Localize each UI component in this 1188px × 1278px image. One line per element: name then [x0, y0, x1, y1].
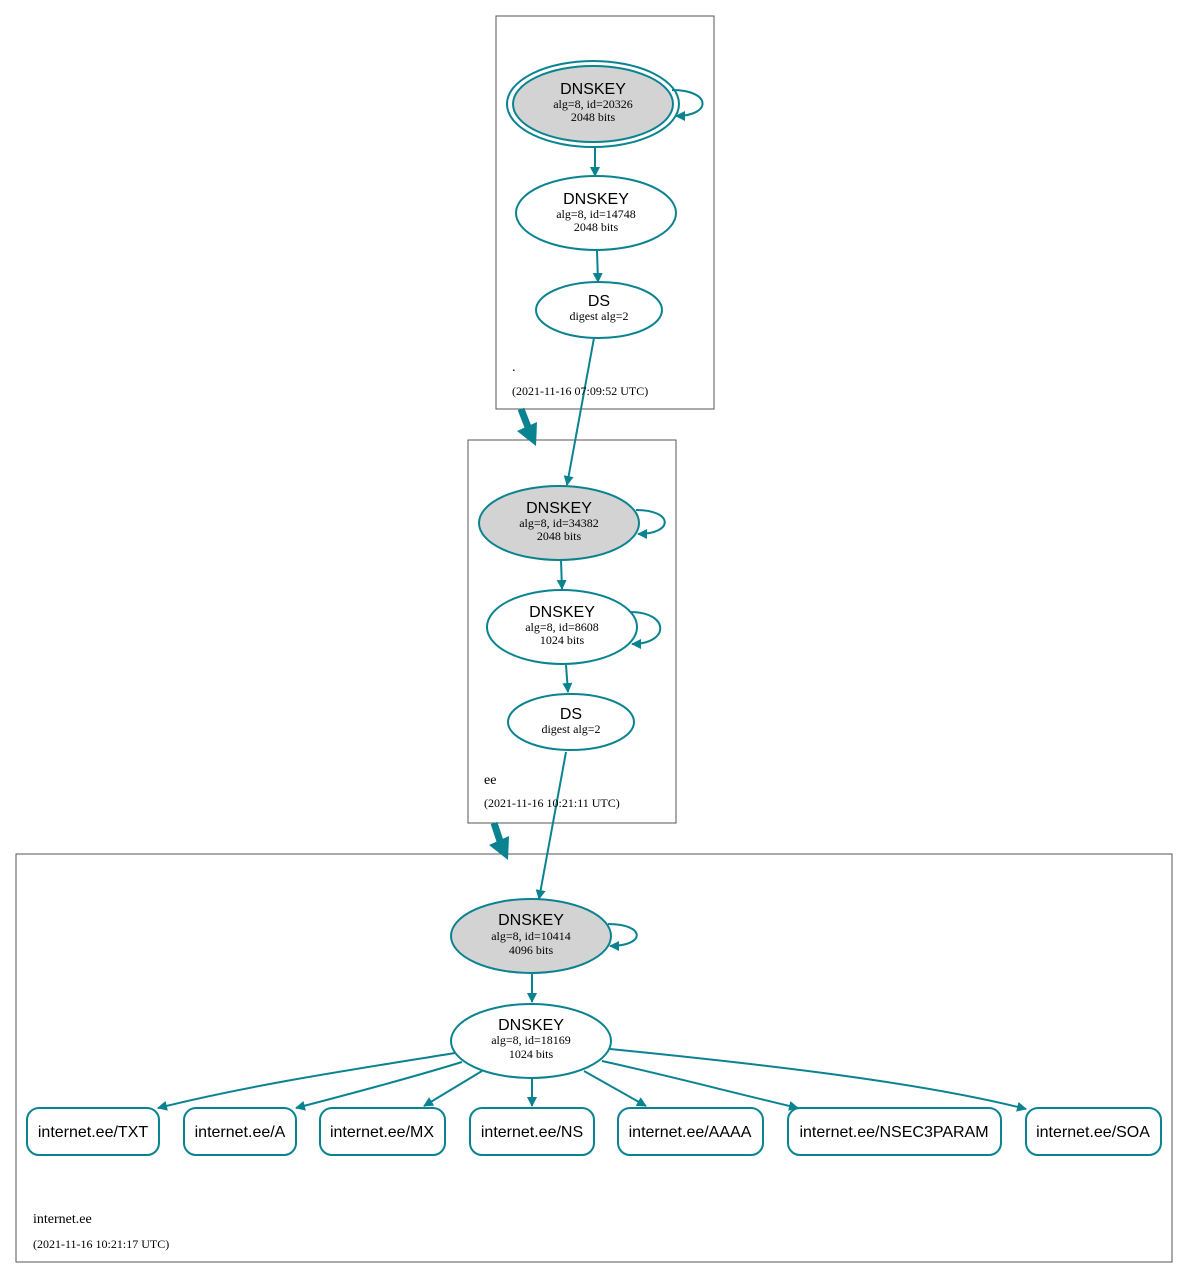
edge-zsk-to-aaaa: [583, 1070, 647, 1107]
rrset-label-a: internet.ee/A: [195, 1124, 286, 1141]
edge-ee-zsk-to-ds: [562, 664, 573, 693]
zone-label-ee: ee: [484, 773, 496, 788]
edge-root-ds-to-ee-ksk: [563, 337, 595, 486]
ee-zsk-params: alg=8, id=8608: [525, 620, 599, 634]
rrset-label-ns: internet.ee/NS: [481, 1124, 583, 1141]
ee-ds-title: DS: [560, 706, 582, 723]
ee-ksk-node: DNSKEY alg=8, id=34382 2048 bits: [478, 485, 640, 561]
edge-ee-ds-to-internet-ksk: [535, 751, 567, 900]
rrset-label-soa: internet.ee/SOA: [1036, 1124, 1150, 1141]
internet-zsk-title: DNSKEY: [498, 1017, 564, 1034]
root-ksk-bits: 2048 bits: [571, 110, 616, 124]
edge-ee-ksk-self: [635, 509, 666, 539]
rrset-node-txt: internet.ee/TXT: [26, 1107, 160, 1156]
edge-internet-ksk-self: [607, 923, 638, 951]
zone-label-root: .: [512, 360, 516, 375]
zone-timestamp-root: (2021-11-16 07:09:52 UTC): [512, 384, 648, 398]
edge-zsk-to-a: [295, 1061, 463, 1111]
zone-timestamp-ee: (2021-11-16 10:21:11 UTC): [484, 796, 620, 810]
rrset-node-nsec3param: internet.ee/NSEC3PARAM: [787, 1107, 1002, 1156]
zone-box-internet-ee: [15, 853, 1173, 1263]
edge-ee-ksk-to-zsk: [556, 559, 567, 590]
delegation-arrow-ee-to-internet: [489, 821, 509, 860]
rrset-node-a: internet.ee/A: [183, 1107, 297, 1156]
internet-zsk-node: DNSKEY alg=8, id=18169 1024 bits: [450, 1003, 612, 1079]
ee-ksk-bits: 2048 bits: [537, 529, 582, 543]
edge-root-zsk-to-ds: [592, 249, 603, 283]
root-ksk-node: DNSKEY alg=8, id=20326 2048 bits: [506, 60, 680, 148]
internet-ksk-bits: 4096 bits: [509, 943, 554, 957]
ee-ksk-params: alg=8, id=34382: [519, 516, 599, 530]
edge-zsk-to-nsec3param: [601, 1060, 799, 1111]
root-ds-node: DS digest alg=2: [535, 281, 663, 339]
internet-zsk-bits: 1024 bits: [509, 1047, 554, 1061]
zone-label-internet-ee: internet.ee: [33, 1212, 92, 1227]
rrset-node-soa: internet.ee/SOA: [1025, 1107, 1162, 1156]
root-zsk-node: DNSKEY alg=8, id=14748 2048 bits: [515, 175, 677, 251]
edge-zsk-to-mx: [423, 1070, 483, 1107]
rrset-label-mx: internet.ee/MX: [330, 1124, 434, 1141]
internet-ksk-title: DNSKEY: [498, 912, 564, 929]
root-ds-digest: digest alg=2: [569, 309, 628, 323]
root-zsk-title: DNSKEY: [563, 191, 629, 208]
root-zsk-bits: 2048 bits: [574, 220, 619, 234]
rrset-label-nsec3param: internet.ee/NSEC3PARAM: [799, 1124, 988, 1141]
rrset-label-txt: internet.ee/TXT: [38, 1124, 149, 1141]
internet-ksk-params: alg=8, id=10414: [491, 929, 571, 943]
ee-ds-digest: digest alg=2: [541, 722, 600, 736]
edge-zsk-to-soa: [609, 1048, 1027, 1112]
edge-root-ksk-self: [671, 89, 704, 121]
root-ksk-params: alg=8, id=20326: [553, 97, 633, 111]
ee-ksk-title: DNSKEY: [526, 500, 592, 517]
rrset-node-aaaa: internet.ee/AAAA: [617, 1107, 764, 1156]
root-ksk-title: DNSKEY: [560, 81, 626, 98]
ee-zsk-title: DNSKEY: [529, 604, 595, 621]
zone-box-root: [495, 15, 715, 410]
root-ds-title: DS: [588, 293, 610, 310]
internet-zsk-params: alg=8, id=18169: [491, 1033, 571, 1047]
zone-timestamp-internet-ee: (2021-11-16 10:21:17 UTC): [33, 1237, 169, 1251]
root-zsk-params: alg=8, id=14748: [556, 207, 636, 221]
rrset-node-ns: internet.ee/NS: [469, 1107, 595, 1156]
rrset-label-aaaa: internet.ee/AAAA: [629, 1124, 752, 1141]
ee-ds-node: DS digest alg=2: [507, 693, 635, 751]
edge-zsk-to-txt: [157, 1052, 456, 1111]
ee-zsk-bits: 1024 bits: [540, 633, 585, 647]
rrset-node-mx: internet.ee/MX: [319, 1107, 446, 1156]
ee-zsk-node: DNSKEY alg=8, id=8608 1024 bits: [486, 589, 638, 665]
edge-ee-zsk-self: [629, 611, 662, 649]
internet-ksk-node: DNSKEY alg=8, id=10414 4096 bits: [450, 898, 612, 974]
zone-box-ee: [467, 439, 677, 824]
delegation-arrow-root-to-ee: [517, 407, 537, 446]
